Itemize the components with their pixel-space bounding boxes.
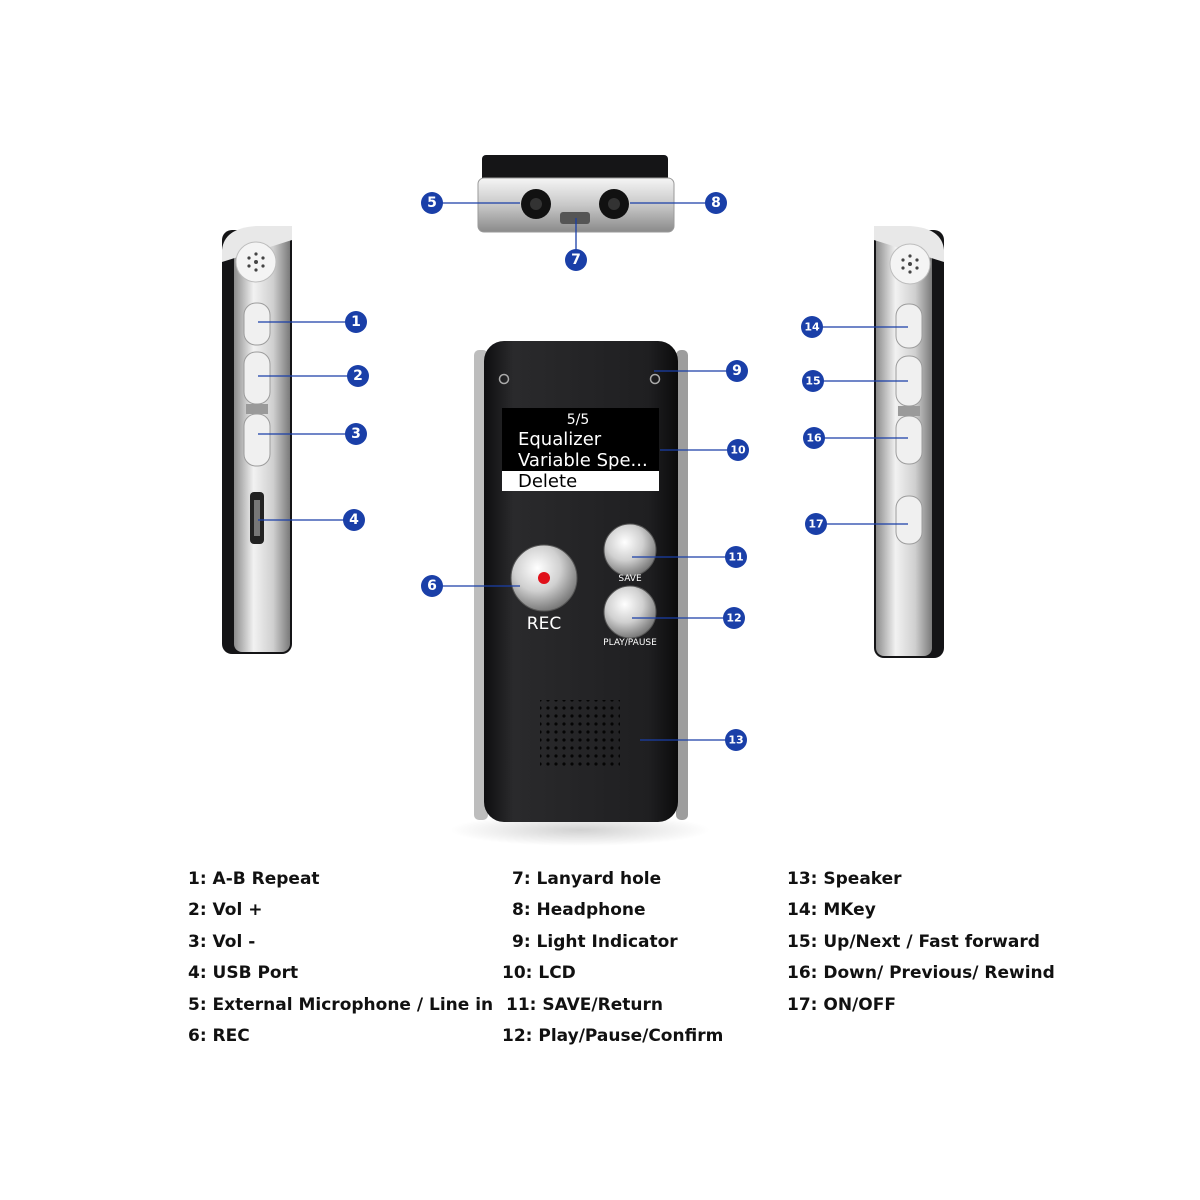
svg-text:4: 4 xyxy=(349,512,359,528)
callout-2: 2 xyxy=(347,365,369,387)
rec-label: REC xyxy=(527,614,561,634)
legend-item: 6: REC xyxy=(188,1025,250,1046)
lcd-menu-item: Variable Spe... xyxy=(518,450,648,471)
legend-item: 16: Down/ Previous/ Rewind xyxy=(787,963,1055,984)
speaker-grille xyxy=(540,700,620,768)
ab-repeat-button[interactable] xyxy=(243,302,271,346)
svg-text:12: 12 xyxy=(726,612,741,625)
svg-text:8: 8 xyxy=(711,195,721,211)
legend-column-1: 1: A-B Repeat 2: Vol + 3: Vol - 4: USB P… xyxy=(188,864,493,1052)
power-switch[interactable] xyxy=(895,495,923,545)
save-label: SAVE xyxy=(618,574,642,584)
legend-item: 3: Vol - xyxy=(188,931,256,952)
legend-item: 1: A-B Repeat xyxy=(188,869,320,889)
light-indicator xyxy=(649,373,661,385)
previous-button[interactable] xyxy=(895,415,923,465)
callout-17: 17 xyxy=(805,513,827,535)
callout-1: 1 xyxy=(345,311,367,333)
callout-3: 3 xyxy=(345,423,367,445)
legend-item: 11: SAVE/Return xyxy=(506,994,663,1015)
lanyard-hole xyxy=(560,212,590,224)
callout-12: 12 xyxy=(723,607,745,629)
legend-item: 10: LCD xyxy=(502,963,576,984)
right-side-device xyxy=(874,226,944,658)
callout-5: 5 xyxy=(421,192,443,214)
svg-text:7: 7 xyxy=(571,252,581,268)
callout-11: 11 xyxy=(725,546,747,568)
legend-column-3: 13: Speaker 14: MKey 15: Up/Next / Fast … xyxy=(787,864,1055,1021)
lcd-menu-item-selected: Delete xyxy=(518,471,577,492)
play-pause-button[interactable] xyxy=(603,585,657,639)
legend-item: 9: Light Indicator xyxy=(512,931,678,952)
callout-10: 10 xyxy=(727,439,749,461)
legend-item: 4: USB Port xyxy=(188,963,299,984)
callout-15: 15 xyxy=(802,370,824,392)
svg-text:1: 1 xyxy=(351,314,361,330)
callout-markers: 5 8 7 1 2 3 4 6 9 10 11 12 13 14 15 16 1… xyxy=(343,192,827,751)
callout-4: 4 xyxy=(343,509,365,531)
callout-13: 13 xyxy=(725,729,747,751)
legend-item: 2: Vol + xyxy=(188,900,263,921)
vol-down-button[interactable] xyxy=(243,413,271,467)
svg-text:11: 11 xyxy=(728,551,743,564)
legend-item: 8: Headphone xyxy=(512,900,646,921)
callout-9: 9 xyxy=(726,360,748,382)
svg-text:9: 9 xyxy=(732,363,742,379)
svg-text:5: 5 xyxy=(427,195,437,211)
legend-column-2: 7: Lanyard hole 8: Headphone 9: Light In… xyxy=(502,864,723,1052)
svg-text:16: 16 xyxy=(806,432,822,445)
save-button[interactable] xyxy=(603,523,657,577)
svg-text:6: 6 xyxy=(427,578,437,594)
svg-text:10: 10 xyxy=(730,444,746,457)
rec-dot xyxy=(538,572,550,584)
legend-item: 12: Play/Pause/Confirm xyxy=(502,1025,724,1046)
lcd-counter: 5/5 xyxy=(567,412,590,428)
callout-14: 14 xyxy=(801,316,823,338)
svg-text:17: 17 xyxy=(808,518,823,531)
legend-item: 15: Up/Next / Fast forward xyxy=(787,931,1040,952)
top-view-device xyxy=(477,155,675,233)
front-device: 5/5 Equalizer Variable Spe... Delete REC… xyxy=(450,341,710,846)
mkey-button[interactable] xyxy=(895,303,923,349)
svg-text:3: 3 xyxy=(351,426,361,442)
callout-7: 7 xyxy=(565,249,587,271)
callout-8: 8 xyxy=(705,192,727,214)
callout-6: 6 xyxy=(421,575,443,597)
legend-item: 14: MKey xyxy=(787,900,876,921)
legend-item: 17: ON/OFF xyxy=(787,994,896,1015)
legend-item: 13: Speaker xyxy=(787,869,902,889)
vol-up-button[interactable] xyxy=(243,351,271,405)
play-pause-label: PLAY/PAUSE xyxy=(603,638,657,648)
lcd-selection-bar xyxy=(502,471,659,491)
indicator-light-left xyxy=(498,373,510,385)
left-side-device xyxy=(222,226,292,654)
svg-text:15: 15 xyxy=(805,375,820,388)
callout-16: 16 xyxy=(803,427,825,449)
legend-item: 7: Lanyard hole xyxy=(512,869,662,889)
leader-lines xyxy=(258,202,908,741)
svg-text:14: 14 xyxy=(804,321,820,334)
svg-text:2: 2 xyxy=(353,368,363,384)
svg-text:13: 13 xyxy=(728,734,743,747)
legend-item: 5: External Microphone / Line in xyxy=(188,994,494,1015)
lcd-menu-item: Equalizer xyxy=(518,429,602,450)
